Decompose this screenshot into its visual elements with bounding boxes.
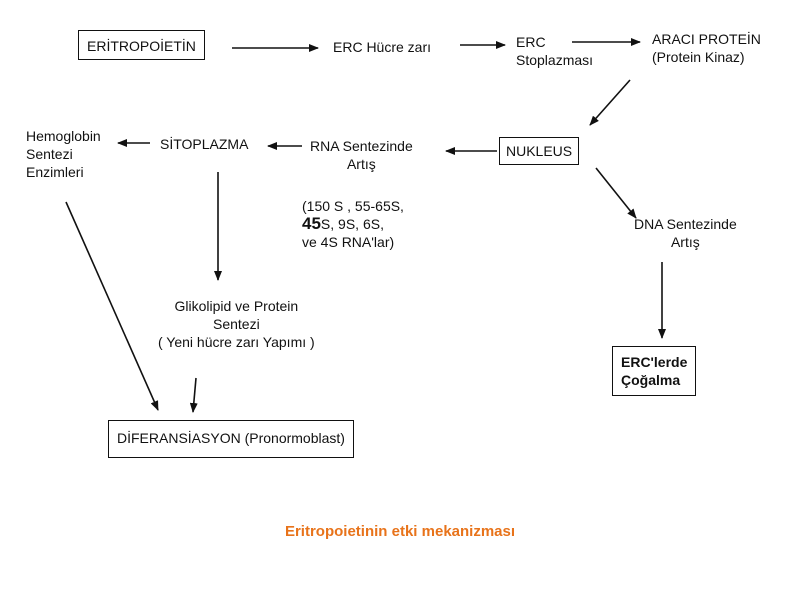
node-erc-stoplazmasi-line1: ERC — [516, 34, 546, 50]
node-araci-protein: ARACI PROTEİN (Protein Kinaz) — [652, 30, 761, 66]
node-rna-sentez: RNA Sentezinde Artış — [310, 137, 413, 173]
node-erc-stoplazmasi: ERC Stoplazması — [516, 33, 593, 69]
node-rna-types-line2-rest: S, 9S, 6S, — [320, 216, 384, 232]
node-rna-types-line2: 45S, 9S, 6S, — [302, 215, 404, 233]
node-erc-hucre-zari-label: ERC Hücre zarı — [333, 39, 432, 55]
node-nukleus: NUKLEUS — [499, 137, 580, 165]
arrow-glikolipid-to-diferansiasyon — [189, 377, 198, 413]
node-erc-hucre-zari: ERC Hücre zarı — [333, 38, 431, 56]
arrow-nucleus-to-dna — [595, 167, 637, 219]
node-rna-types: (150 S , 55-65S, 45S, 9S, 6S, ve 4S RNA'… — [302, 197, 404, 251]
node-erc-cogalma-line1: ERC'lerde — [621, 354, 688, 370]
arrow-kinase-to-nucleus — [589, 79, 631, 126]
node-dna-sentez-line1: DNA Sentezinde — [634, 216, 737, 232]
node-hemoglobin-line3: Enzimleri — [26, 164, 84, 180]
node-glikolipid-line3: ( Yeni hücre zarı Yapımı ) — [158, 334, 315, 350]
node-hemoglobin-line1: Hemoglobin — [26, 128, 101, 144]
node-rna-sentez-line2: Artış — [346, 156, 376, 172]
node-nukleus-label: NUKLEUS — [506, 143, 573, 159]
node-diferansiasyon-label: DİFERANSİASYON (Pronormoblast) — [117, 430, 345, 446]
node-erc-stoplazmasi-line2: Stoplazması — [516, 52, 594, 68]
node-glikolipid-line2: Sentezi — [212, 316, 260, 332]
node-rna-sentez-line1: RNA Sentezinde — [310, 138, 413, 154]
node-dna-sentez-line2: Artış — [670, 234, 700, 250]
node-rna-types-line1: (150 S , 55-65S, — [302, 198, 404, 214]
node-sitoplazma-label: SİTOPLAZMA — [160, 136, 249, 152]
node-sitoplazma: SİTOPLAZMA — [160, 135, 248, 153]
node-araci-protein-line2: (Protein Kinaz) — [652, 49, 745, 65]
node-erc-cogalma-line2: Çoğalma — [621, 372, 681, 388]
node-araci-protein-line1: ARACI PROTEİN — [652, 31, 761, 47]
node-glikolipid-line1: Glikolipid ve Protein — [174, 298, 299, 314]
node-eritropoietin-label: ERİTROPOİETİN — [87, 38, 196, 54]
node-glikolipid: Glikolipid ve Protein Sentezi ( Yeni hüc… — [158, 297, 315, 351]
node-rna-types-line3: ve 4S RNA'lar) — [302, 234, 395, 250]
node-hemoglobin-line2: Sentezi — [26, 146, 73, 162]
node-diferansiasyon: DİFERANSİASYON (Pronormoblast) — [108, 420, 354, 458]
node-erc-cogalma: ERC'lerde Çoğalma — [612, 346, 697, 396]
figure-caption: Eritropoietinin etki mekanizması — [284, 523, 516, 540]
node-eritropoietin: ERİTROPOİETİN — [78, 30, 205, 60]
node-dna-sentez: DNA Sentezinde Artış — [634, 215, 737, 251]
node-rna-types-45: 45 — [302, 214, 321, 233]
arrow-hemoglobin-to-diferansiasyon — [65, 201, 159, 411]
node-hemoglobin: Hemoglobin Sentezi Enzimleri — [26, 127, 101, 181]
